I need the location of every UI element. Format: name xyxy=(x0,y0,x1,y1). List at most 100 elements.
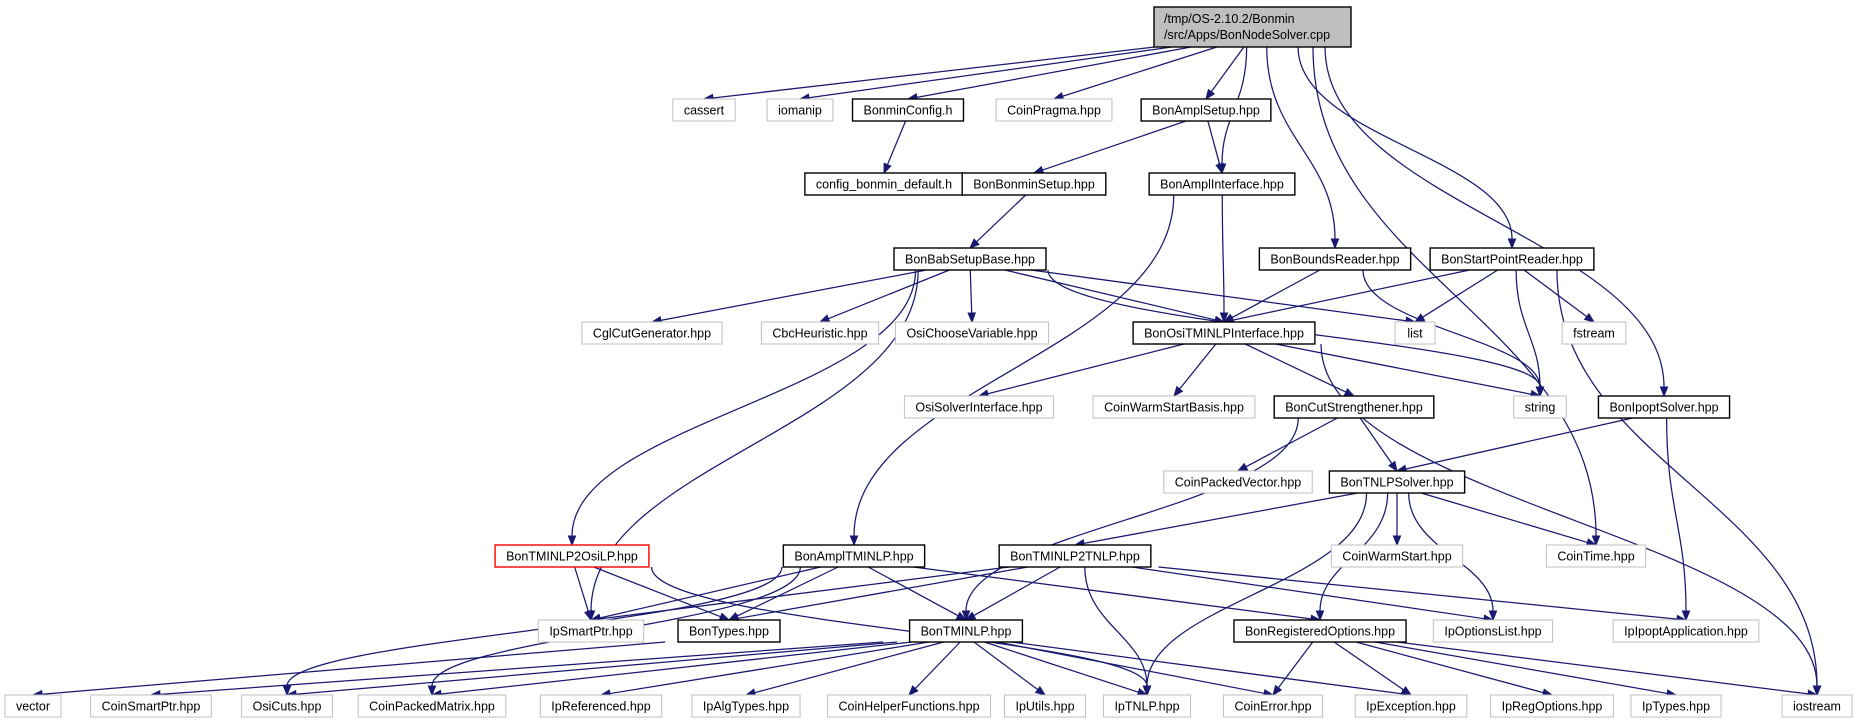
edge-bonositminlp-to-boncutstrengthener xyxy=(1245,343,1356,397)
edge-bonstartpointreader-to-string xyxy=(1515,269,1545,398)
node-label: OsiCuts.hpp xyxy=(253,700,322,714)
node-label: config_bonmin_default.h xyxy=(816,178,952,192)
node-bonminconfig[interactable]: BonminConfig.h xyxy=(851,98,965,122)
node-osichoosevariable: OsiChooseVariable.hpp xyxy=(894,321,1050,345)
node-label: IpIpoptApplication.hpp xyxy=(1624,625,1748,639)
edge-bontminlp2tnlp-to-ipsmartptr xyxy=(589,566,1009,624)
node-vector: vector xyxy=(4,694,62,718)
edge-bontnlpsolver-to-cointime xyxy=(1421,492,1598,547)
edge-bontminlp-to-osicuts xyxy=(285,641,898,699)
edge-bontnlpsolver-to-coinwarmstart xyxy=(1392,493,1402,547)
node-coinsmartptr: CoinSmartPtr.hpp xyxy=(90,694,212,718)
node-ipsmartptr: IpSmartPtr.hpp xyxy=(537,619,645,643)
node-bontminlp2tnlp[interactable]: BonTMINLP2TNLP.hpp xyxy=(998,544,1152,568)
node-iptnlp: IpTNLP.hpp xyxy=(1102,694,1192,718)
node-ipalgtypes: IpAlgTypes.hpp xyxy=(691,694,801,718)
edge-bontminlp-to-coinsmartptr xyxy=(149,641,884,699)
node-bontminlp[interactable]: BonTMINLP.hpp xyxy=(908,619,1024,643)
node-label: CoinWarmStart.hpp xyxy=(1342,550,1451,564)
node-bontminlp2osilp[interactable]: BonTMINLP2OsiLP.hpp xyxy=(494,544,650,568)
edge-root-to-bonminconfig xyxy=(906,46,1192,102)
edge-bonositminlp-to-string xyxy=(1275,343,1542,399)
node-bonampltminlp[interactable]: BonAmplTMINLP.hpp xyxy=(782,544,926,568)
edge-bonstartpointreader-to-list xyxy=(1413,269,1499,323)
node-coinerror: CoinError.hpp xyxy=(1222,694,1324,718)
node-root-file[interactable]: /tmp/OS-2.10.2/Bonmin /src/Apps/BonNodeS… xyxy=(1153,6,1352,48)
node-cglcutgenerator: CglCutGenerator.hpp xyxy=(581,321,723,345)
edge-bonampltminlp-to-bontminlp xyxy=(867,566,968,621)
node-coinpackedmatrix: CoinPackedMatrix.hpp xyxy=(357,694,507,718)
node-label: iostream xyxy=(1793,700,1841,714)
node-boncutstrengthener[interactable]: BonCutStrengthener.hpp xyxy=(1273,395,1435,419)
node-bonbabsetupbase[interactable]: BonBabSetupBase.hpp xyxy=(893,247,1047,271)
edge-boncutstrengthener-to-bontminlp xyxy=(961,417,1299,622)
node-label: BonTypes.hpp xyxy=(689,625,769,639)
edge-bonamplinterface-to-bonampltminlp xyxy=(849,194,1175,547)
edge-bontnlpsolver-to-iptnlp xyxy=(1142,492,1368,697)
edge-bonbonminsetup-to-bonbabsetupbase xyxy=(969,194,1027,249)
node-iomanip: iomanip xyxy=(766,98,834,122)
node-label: CoinPragma.hpp xyxy=(1007,104,1101,118)
node-bonipoptsolver[interactable]: BonIpoptSolver.hpp xyxy=(1597,395,1731,419)
edge-bontminlp2tnlp-to-bontypes xyxy=(727,566,1028,623)
edge-bonbabsetupbase-to-bonositminlp xyxy=(1004,269,1226,325)
node-bonositminlp[interactable]: BonOsiTMINLPInterface.hpp xyxy=(1132,321,1316,345)
edge-root-to-cointime xyxy=(1312,46,1601,547)
node-label: fstream xyxy=(1573,327,1615,341)
edge-bonregisteredoptions-to-ipexception xyxy=(1333,641,1413,696)
node-label: BonBoundsReader.hpp xyxy=(1270,253,1399,267)
node-label: BonAmplTMINLP.hpp xyxy=(794,550,913,564)
node-ipexception: IpException.hpp xyxy=(1354,694,1468,718)
node-label: IpSmartPtr.hpp xyxy=(549,625,632,639)
node-layer: /tmp/OS-2.10.2/Bonmin /src/Apps/BonNodeS… xyxy=(4,6,1853,718)
node-label: BonRegisteredOptions.hpp xyxy=(1245,625,1395,639)
node-coinpackedvector: CoinPackedVector.hpp xyxy=(1163,470,1313,494)
node-label: IpRegOptions.hpp xyxy=(1502,700,1603,714)
edge-bontminlp-to-coinhelperfunctions xyxy=(908,641,961,696)
edge-bonbabsetupbase-to-cglcutgenerator xyxy=(650,269,927,325)
edge-bonregisteredoptions-to-iptypes xyxy=(1375,641,1678,698)
node-osisolverinterface: OsiSolverInterface.hpp xyxy=(903,395,1055,419)
edge-bonampltminlp-to-osicuts xyxy=(282,566,783,697)
node-label: CoinPackedVector.hpp xyxy=(1175,476,1302,490)
node-label: IpAlgTypes.hpp xyxy=(703,700,789,714)
edge-bonstartpointreader-to-fstream xyxy=(1523,269,1596,323)
node-label: IpException.hpp xyxy=(1366,700,1456,714)
node-label: BonminConfig.h xyxy=(864,104,953,118)
node-bontnlpsolver[interactable]: BonTNLPSolver.hpp xyxy=(1328,470,1466,494)
node-coinpragma: CoinPragma.hpp xyxy=(995,98,1113,122)
root-line-2: /src/Apps/BonNodeSolver.cpp xyxy=(1164,28,1330,42)
node-bonstartpointreader[interactable]: BonStartPointReader.hpp xyxy=(1429,247,1595,271)
edge-bonminconfig-to-configdefault xyxy=(883,120,907,175)
root-line-1: /tmp/OS-2.10.2/Bonmin xyxy=(1164,12,1295,26)
edge-bontnlpsolver-to-bontminlp2tnlp xyxy=(1073,492,1358,548)
edge-root-to-bonstartpointreader xyxy=(1297,46,1517,250)
node-label: BonBabSetupBase.hpp xyxy=(905,253,1035,267)
node-bonamplsetup[interactable]: BonAmplSetup.hpp xyxy=(1140,98,1272,122)
edge-bonregisteredoptions-to-coinerror xyxy=(1272,641,1314,697)
edge-boncutstrengthener-to-bontnlpsolver xyxy=(1359,417,1398,473)
node-label: CoinWarmStartBasis.hpp xyxy=(1104,401,1244,415)
edge-bonamplsetup-to-bonamplinterface xyxy=(1207,120,1224,175)
node-bonboundsreader[interactable]: BonBoundsReader.hpp xyxy=(1258,247,1412,271)
node-iostream: iostream xyxy=(1781,694,1853,718)
edge-bonamplsetup-to-bonbonminsetup xyxy=(1032,120,1187,175)
node-configdefault[interactable]: config_bonmin_default.h xyxy=(804,172,964,196)
edge-bontminlp2tnlp-to-iptnlp xyxy=(1084,566,1152,697)
node-coinhelperfunctions: CoinHelperFunctions.hpp xyxy=(826,694,992,718)
node-label: IpTNLP.hpp xyxy=(1114,700,1179,714)
edge-root-to-iomanip xyxy=(798,46,1172,102)
edge-root-to-bonipoptsolver xyxy=(1324,46,1669,398)
node-bonbonminsetup[interactable]: BonBonminSetup.hpp xyxy=(961,172,1107,196)
edge-bonbabsetupbase-to-bontminlp2osilp xyxy=(567,269,917,547)
edge-bonipoptsolver-to-ipipoptapplication xyxy=(1665,417,1691,622)
edge-root-to-coinpragma xyxy=(1052,46,1218,101)
edge-bonbabsetupbase-to-osichoosevariable xyxy=(967,269,977,324)
node-label: OsiSolverInterface.hpp xyxy=(915,401,1042,415)
node-bontypes[interactable]: BonTypes.hpp xyxy=(677,619,781,643)
node-label: CoinSmartPtr.hpp xyxy=(102,700,201,714)
node-bonamplinterface[interactable]: BonAmplInterface.hpp xyxy=(1148,172,1296,196)
node-label: BonTMINLP2TNLP.hpp xyxy=(1010,550,1140,564)
edge-bonregisteredoptions-to-ipregoptions xyxy=(1355,641,1554,697)
node-bonregisteredoptions[interactable]: BonRegisteredOptions.hpp xyxy=(1233,619,1407,643)
